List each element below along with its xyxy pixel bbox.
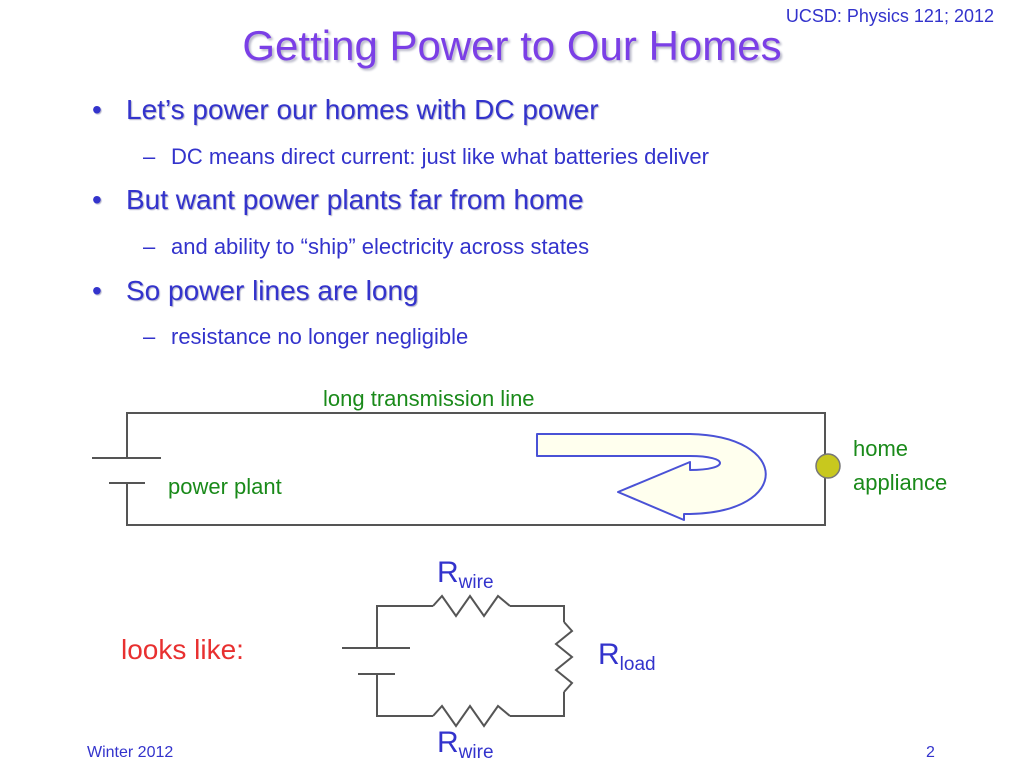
bullet-1-text: Let’s power our homes with DC power <box>126 94 599 125</box>
sub-bullet-3-text: resistance no longer negligible <box>171 324 469 349</box>
bullet-2-text: But want power plants far from home <box>126 184 584 215</box>
sub-bullet-dash: – <box>143 234 156 259</box>
r-symbol: R <box>437 726 459 759</box>
bullet-dot: • <box>92 275 102 306</box>
r-wire-subscript: wire <box>458 572 494 593</box>
footer-term: Winter 2012 <box>87 744 174 761</box>
bullet-dot: • <box>92 94 102 125</box>
bullet-2: • But want power plants far from home <box>92 184 584 216</box>
resistor-wire-bottom <box>432 704 511 728</box>
r-wire-top-label: Rwire <box>437 556 494 594</box>
r-symbol: R <box>598 638 620 671</box>
sub-bullet-1: –DC means direct current: just like what… <box>143 144 709 170</box>
bullet-1: • Let’s power our homes with DC power <box>92 94 599 126</box>
transmission-line-label: long transmission line <box>323 386 535 411</box>
bullet-3: • So power lines are long <box>92 275 419 307</box>
page-number: 2 <box>926 744 935 761</box>
appliance-label: appliance <box>853 470 948 495</box>
slide-title: Getting Power to Our Homes <box>242 22 782 69</box>
resistor-load <box>554 621 574 693</box>
looks-like-label: looks like: <box>121 634 244 665</box>
sub-bullet-dash: – <box>143 324 156 349</box>
appliance-bulb <box>815 453 841 479</box>
r-symbol: R <box>437 556 459 589</box>
sub-bullet-2: –and ability to “ship” electricity acros… <box>143 234 589 260</box>
r-load-subscript: load <box>619 654 656 675</box>
equiv-right-wire-top <box>510 605 565 622</box>
sub-bullet-dash: – <box>143 144 156 169</box>
sub-bullet-2-text: and ability to “ship” electricity across… <box>171 234 590 259</box>
sub-bullet-1-text: DC means direct current: just like what … <box>171 144 709 169</box>
bullet-3-text: So power lines are long <box>126 275 419 306</box>
r-load-label: Rload <box>598 638 656 676</box>
r-wire-bottom-label: Rwire <box>437 726 494 764</box>
equiv-bottom-wire <box>376 674 433 717</box>
course-label: UCSD: Physics 121; 2012 <box>785 6 994 26</box>
resistor-wire-top <box>432 594 511 618</box>
sub-bullet-3: –resistance no longer negligible <box>143 324 468 350</box>
home-label: home <box>853 436 909 461</box>
equiv-right-wire-bottom <box>510 692 565 717</box>
bullet-dot: • <box>92 184 102 215</box>
power-plant-label: power plant <box>168 474 282 499</box>
current-flow-arrow <box>536 433 767 521</box>
r-wire-subscript: wire <box>458 742 494 763</box>
equiv-top-wire <box>376 605 433 648</box>
